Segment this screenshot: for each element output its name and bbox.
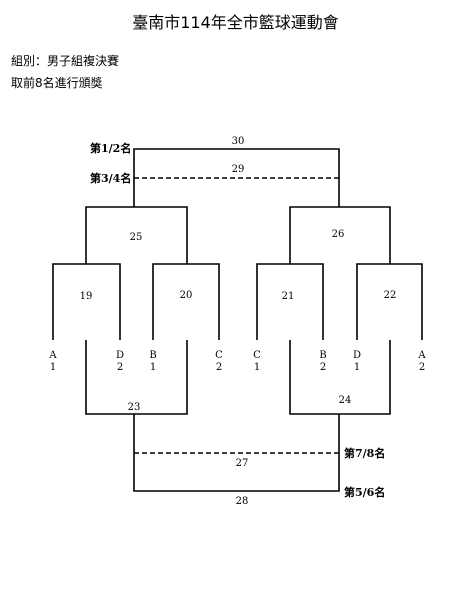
game-number-24: 24 bbox=[339, 395, 352, 406]
game-28-line bbox=[133, 414, 340, 492]
game-24-line bbox=[289, 340, 391, 415]
game-number-30: 30 bbox=[232, 136, 245, 147]
place-label-1-2: 第1/2名 bbox=[90, 141, 131, 155]
seed-1-number: 1 bbox=[50, 362, 56, 373]
seed-8-letter: A bbox=[417, 350, 426, 361]
place-label-7-8: 第7/8名 bbox=[344, 446, 385, 460]
place-label-3-4: 第3/4名 bbox=[90, 171, 131, 185]
game-22-line bbox=[356, 263, 423, 340]
page-title: 臺南市114年全市籃球運動會 bbox=[132, 13, 339, 32]
seed-3-letter: B bbox=[149, 350, 156, 361]
award-label: 取前8名進行頒獎 bbox=[11, 76, 103, 90]
game-number-19: 19 bbox=[80, 291, 93, 302]
game-number-28: 28 bbox=[236, 496, 249, 507]
seed-7-number: 1 bbox=[354, 362, 360, 373]
seed-6-number: 2 bbox=[320, 362, 326, 373]
seed-3-number: 1 bbox=[150, 362, 156, 373]
game-number-29: 29 bbox=[232, 164, 245, 175]
group-label: 組別：男子組複決賽 bbox=[11, 54, 120, 68]
seed-5-letter: C bbox=[253, 350, 261, 361]
game-26-line bbox=[289, 206, 391, 264]
game-19-line bbox=[52, 263, 121, 340]
seed-5-number: 1 bbox=[254, 362, 260, 373]
game-number-22: 22 bbox=[384, 290, 397, 301]
seed-7-letter: D bbox=[353, 350, 361, 361]
seed-8-number: 2 bbox=[419, 362, 425, 373]
place-label-5-6: 第5/6名 bbox=[344, 485, 385, 499]
game-20-line bbox=[152, 263, 220, 340]
game-30-line bbox=[133, 148, 340, 207]
game-number-20: 20 bbox=[180, 290, 193, 301]
game-number-26: 26 bbox=[332, 229, 345, 240]
seed-1-letter: A bbox=[48, 350, 57, 361]
bracket-lines bbox=[52, 148, 423, 492]
game-number-23: 23 bbox=[128, 402, 141, 413]
seed-2-number: 2 bbox=[117, 362, 123, 373]
seed-4-letter: C bbox=[215, 350, 223, 361]
game-23-line bbox=[85, 340, 188, 415]
game-number-21: 21 bbox=[282, 291, 295, 302]
game-21-line bbox=[256, 263, 324, 340]
seed-2-letter: D bbox=[116, 350, 124, 361]
game-number-25: 25 bbox=[130, 232, 143, 243]
seed-6-letter: B bbox=[319, 350, 326, 361]
game-25-line bbox=[85, 206, 188, 264]
game-number-27: 27 bbox=[236, 458, 249, 469]
seed-4-number: 2 bbox=[216, 362, 222, 373]
